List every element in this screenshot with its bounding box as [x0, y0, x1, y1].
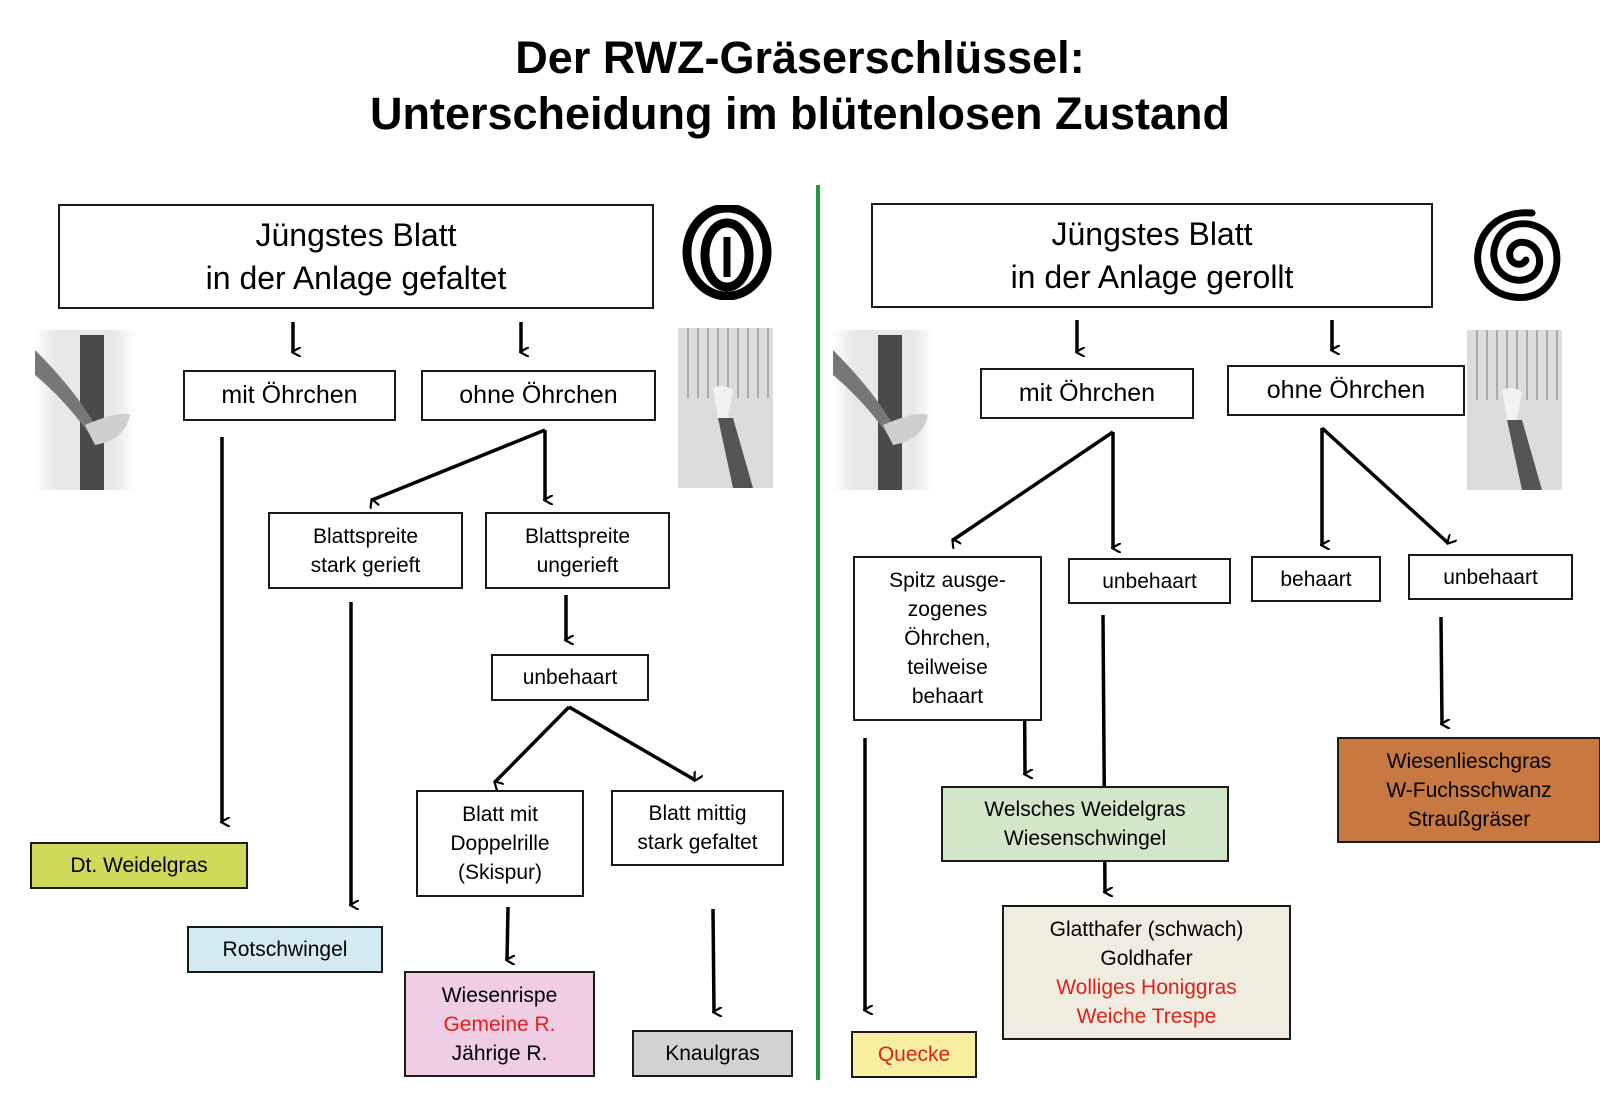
node-text: Jüngstes Blatt [255, 216, 457, 253]
node-mit-oehrchen-left: mit Öhrchen [183, 370, 396, 421]
node-text: Öhrchen, [904, 627, 991, 650]
node-text: stark gerieft [310, 553, 421, 577]
photo-ligule-right [1467, 330, 1562, 490]
section-divider [816, 185, 820, 1080]
result-text: Straußgräser [1407, 807, 1531, 831]
node-blattspreite-gerieft: Blattspreite stark gerieft [268, 512, 463, 589]
result-quecke: Quecke [851, 1031, 977, 1078]
result-text: Knaulgras [665, 1042, 760, 1065]
node-text: Blattspreite [312, 524, 419, 548]
node-text: mit Öhrchen [221, 381, 358, 409]
arrow [372, 428, 546, 500]
result-text-highlight: Gemeine R. [443, 1012, 556, 1036]
arrow [507, 906, 508, 960]
photo-auricle-right [833, 330, 933, 490]
node-text: zogenes [907, 598, 988, 621]
node-text: mit Öhrchen [1018, 379, 1156, 407]
node-text: ohne Öhrchen [459, 381, 618, 409]
result-text: Welsches Weidelgras [984, 798, 1186, 821]
result-text: Wiesenlieschgras [1386, 749, 1552, 773]
result-text: Wiesenrispe [441, 983, 558, 1007]
node-doppelrille: Blatt mit Doppelrille (Skispur) [416, 790, 584, 897]
result-wiesenrispe: Wiesenrispe Gemeine R. Jährige R. [404, 971, 595, 1077]
node-text: Blatt mit [462, 803, 538, 826]
node-unbehaart-ohne: unbehaart [1408, 554, 1573, 600]
result-text-highlight: Weiche Trespe [1076, 1004, 1217, 1028]
grass-ligule-photo [1467, 330, 1562, 490]
node-mit-oehrchen-right: mit Öhrchen [980, 368, 1194, 419]
result-knaulgras: Knaulgras [632, 1030, 793, 1077]
title-line-1: Der RWZ-Gräserschlüssel: [515, 32, 1085, 83]
node-ohne-oehrchen-right: ohne Öhrchen [1227, 365, 1465, 416]
node-text: stark gefaltet [637, 831, 758, 854]
arrow [1439, 616, 1442, 724]
node-text: in der Anlage gefaltet [205, 259, 507, 296]
arrow [1320, 426, 1448, 543]
arrow [568, 705, 695, 780]
node-leaf-rolled: Jüngstes Blatt in der Anlage gerollt [871, 203, 1433, 308]
node-text: Jüngstes Blatt [1051, 215, 1253, 252]
photo-ligule-left [678, 328, 773, 488]
folded-leaf-cross-section-icon [682, 205, 772, 300]
node-text: (Skispur) [457, 861, 542, 884]
node-text: ohne Öhrchen [1266, 376, 1426, 404]
node-text: Spitz ausge- [889, 569, 1006, 592]
node-leaf-folded: Jüngstes Blatt in der Anlage gefaltet [58, 204, 654, 309]
grass-auricle-photo [833, 330, 933, 490]
arrow [495, 705, 571, 782]
result-text: Dt. Weidelgras [70, 854, 208, 877]
result-text: Jährige R. [451, 1041, 548, 1065]
node-unbehaart-left: unbehaart [491, 654, 649, 701]
node-mittig-gefaltet: Blatt mittig stark gefaltet [611, 790, 784, 866]
photo-auricle-left [35, 330, 135, 490]
result-text: Rotschwingel [222, 938, 348, 961]
node-text: behaart [1280, 567, 1352, 591]
node-text: teilweise [907, 656, 988, 679]
grass-ligule-photo [678, 328, 773, 488]
node-text: ungerieft [536, 553, 619, 577]
rolled-leaf-cross-section-icon [1474, 209, 1561, 302]
grass-auricle-photo [35, 330, 135, 490]
node-behaart: behaart [1251, 556, 1381, 602]
result-text: Goldhafer [1100, 946, 1193, 970]
node-blattspreite-ungerieft: Blattspreite ungerieft [485, 512, 670, 589]
result-text-highlight: Wolliges Honiggras [1056, 975, 1237, 999]
arrow [953, 430, 1114, 540]
node-text: unbehaart [522, 666, 618, 689]
node-text: Blattspreite [524, 524, 631, 548]
result-wiesenlieschgras: Wiesenlieschgras W-Fuchsschwanz Straußgr… [1337, 737, 1600, 843]
result-glatthafer: Glatthafer (schwach) Goldhafer Wolliges … [1002, 905, 1291, 1040]
result-text: Glatthafer (schwach) [1049, 917, 1244, 941]
result-text: Wiesenschwingel [1003, 827, 1167, 850]
node-spitz-ausgezogen: Spitz ausge- zogenes Öhrchen, teilweise … [853, 556, 1042, 721]
result-text-highlight: Quecke [877, 1043, 951, 1066]
node-text: in der Anlage gerollt [1010, 258, 1294, 295]
title-line-2: Unterscheidung im blütenlosen Zustand [369, 88, 1231, 139]
node-ohne-oehrchen-left: ohne Öhrchen [421, 370, 656, 421]
node-text: behaart [911, 685, 984, 708]
result-welsches-weidelgras: Welsches Weidelgras Wiesenschwingel [941, 786, 1229, 862]
node-text: unbehaart [1443, 565, 1538, 589]
result-rotschwingel: Rotschwingel [187, 926, 383, 973]
result-dt-weidelgras: Dt. Weidelgras [30, 842, 248, 889]
node-text: Blatt mittig [648, 802, 747, 825]
node-text: unbehaart [1102, 569, 1197, 593]
result-text: W-Fuchsschwanz [1386, 778, 1552, 802]
arrow [711, 908, 714, 1012]
node-text: Doppelrille [450, 832, 550, 855]
node-unbehaart-mit: unbehaart [1068, 558, 1231, 604]
